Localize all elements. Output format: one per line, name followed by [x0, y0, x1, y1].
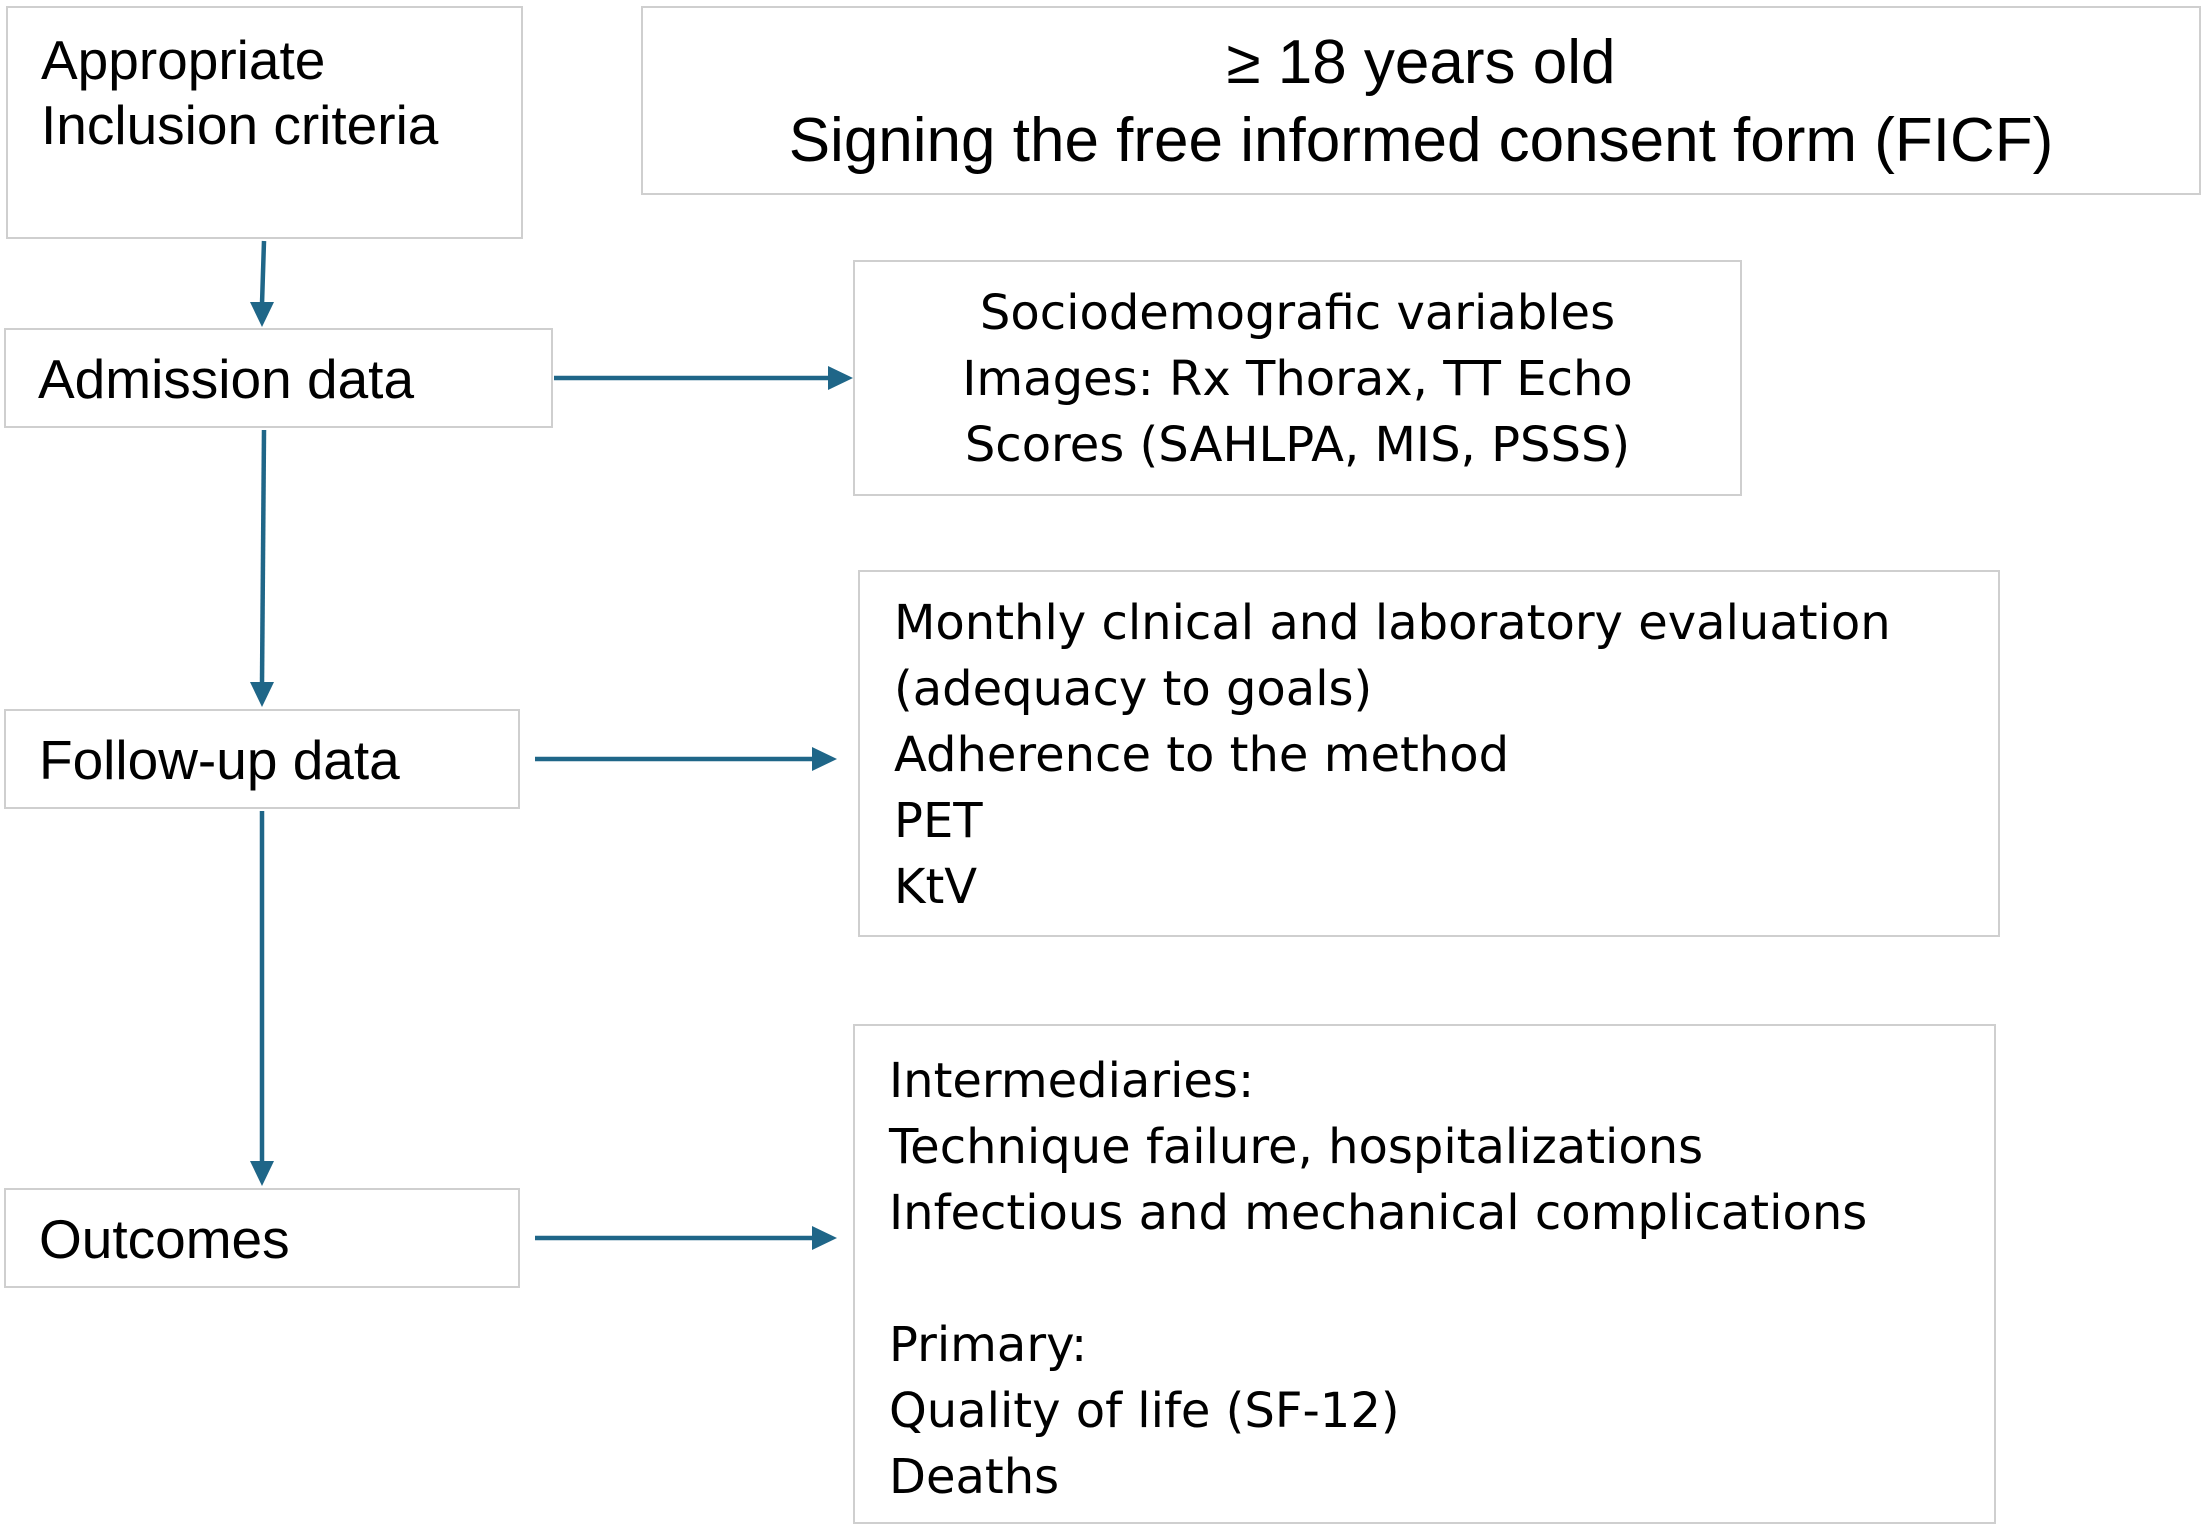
admission-label: Admission data	[38, 348, 415, 410]
followup-label: Follow-up data	[39, 729, 400, 791]
outcomes-label: Outcomes	[39, 1208, 290, 1270]
followup-data-box: Follow-up data	[4, 709, 520, 809]
followup-detail-line-5: KtV	[894, 859, 978, 915]
intermediary-line-2: Infectious and mechanical complications	[889, 1185, 1868, 1241]
followup-detail-line-3: Adherence to the method	[894, 727, 1510, 783]
outcomes-spacer	[889, 1246, 1994, 1312]
followup-detail-line-2: (adequacy to goals)	[894, 661, 1373, 717]
inclusion-line-2: Inclusion criteria	[41, 94, 439, 156]
primary-line-1: Quality of life (SF-12)	[889, 1383, 1400, 1439]
criteria-box: ≥ 18 years old Signing the free informed…	[641, 6, 2201, 195]
inclusion-criteria-box: Appropriate Inclusion criteria	[6, 6, 523, 239]
criteria-line-2: Signing the free informed consent form (…	[788, 106, 2054, 175]
criteria-line-1: ≥ 18 years old	[1226, 28, 1616, 97]
arrow-followup-to-details	[535, 747, 837, 771]
primary-heading: Primary:	[889, 1317, 1088, 1373]
arrow-inclusion-to-admission	[250, 240, 274, 327]
arrow-outcomes-to-details	[535, 1226, 837, 1250]
admission-details-box: Sociodemografic variables Images: Rx Tho…	[853, 260, 1742, 496]
followup-detail-line-1: Monthly clnical and laboratory evaluatio…	[894, 595, 1891, 651]
primary-line-2: Deaths	[889, 1449, 1060, 1505]
admission-data-box: Admission data	[4, 328, 553, 428]
arrow-admission-to-details	[554, 366, 853, 390]
outcomes-details-box: Intermediaries: Technique failure, hospi…	[853, 1024, 1996, 1524]
admission-detail-line-3: Scores (SAHLPA, MIS, PSSS)	[964, 417, 1631, 473]
arrow-followup-to-outcomes	[250, 811, 274, 1186]
intermediaries-heading: Intermediaries:	[889, 1053, 1255, 1109]
intermediary-line-1: Technique failure, hospitalizations	[889, 1119, 1704, 1175]
inclusion-line-1: Appropriate	[41, 29, 326, 91]
followup-details-box: Monthly clnical and laboratory evaluatio…	[858, 570, 2000, 937]
admission-detail-line-2: Images: Rx Thorax, TT Echo	[962, 351, 1633, 407]
outcomes-box: Outcomes	[4, 1188, 520, 1288]
arrow-admission-to-followup	[250, 429, 274, 707]
admission-detail-line-1: Sociodemografic variables	[979, 285, 1616, 341]
followup-detail-line-4: PET	[894, 793, 983, 849]
